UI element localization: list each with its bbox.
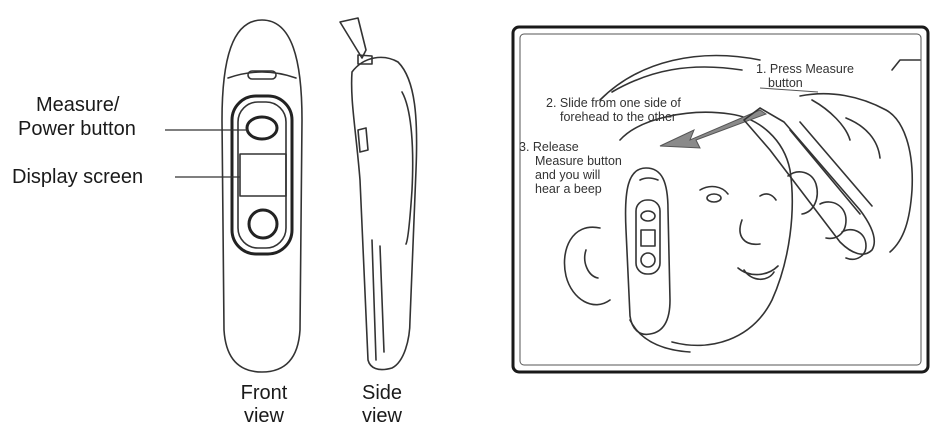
side-view-caption: Side view [346, 382, 418, 428]
front-caption-line2: view [243, 405, 284, 427]
front-caption-line1: Front [240, 382, 288, 404]
display-screen-label: Display screen [12, 166, 144, 188]
step3-line2: Measure button [535, 154, 622, 168]
step3-line4: hear a beep [535, 182, 602, 196]
step3-line1: 3. Release [519, 140, 579, 154]
step1-line1: 1. Press Measure [756, 62, 854, 76]
thermometer-end-position [624, 167, 671, 336]
step1-line2: button [768, 76, 803, 90]
step2-line1: 2. Slide from one side of [546, 96, 681, 110]
measure-label-line1: Measure/ [36, 94, 120, 116]
side-view-device [339, 17, 418, 371]
step2-caption: 2. Slide from one side of forehead to th… [546, 96, 681, 124]
display-screen [239, 153, 287, 197]
thermometer-start-position [743, 107, 876, 255]
step3-caption: 3. Release Measure button and you will h… [519, 140, 622, 196]
side-caption-line2: view [361, 405, 402, 427]
step3-line3: and you will [535, 168, 601, 182]
step1-caption: 1. Press Measure button [756, 62, 854, 90]
slide-arrow [659, 109, 768, 149]
hand [787, 59, 921, 261]
measure-power-button [245, 115, 279, 141]
measure-label-line2: Power button [18, 118, 136, 140]
step2-line2: forehead to the other [560, 110, 677, 124]
illustration-frame [511, 25, 930, 374]
lower-button [247, 208, 279, 240]
front-view-caption: Front view [228, 382, 300, 428]
front-view-device [221, 19, 303, 373]
side-caption-line1: Side [361, 382, 403, 404]
